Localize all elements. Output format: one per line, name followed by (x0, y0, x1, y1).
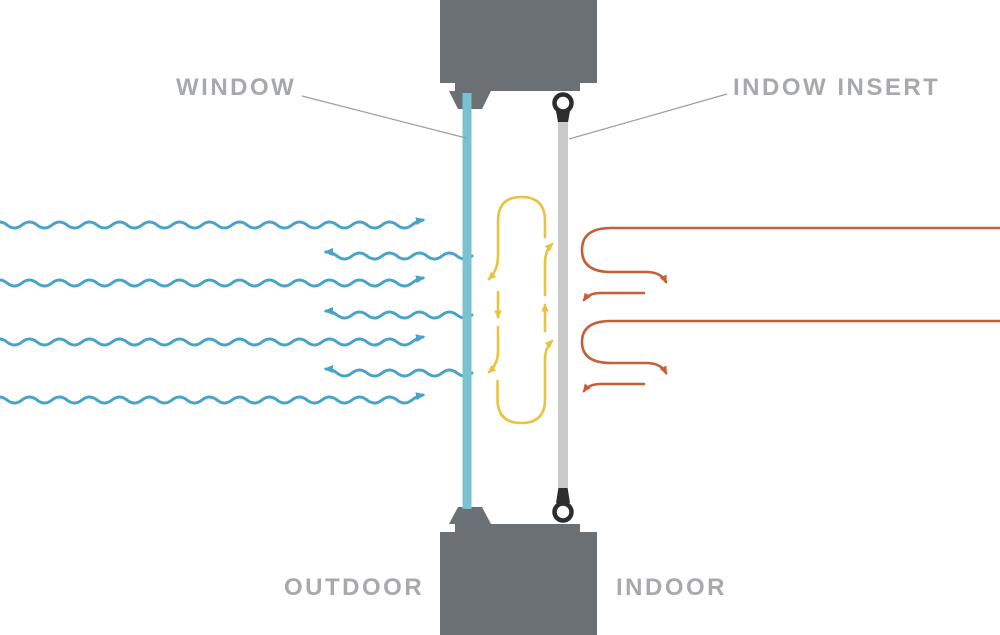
convection-downleft-curl-arrow-icon (487, 325, 500, 374)
convection-top-arc-down-arrow-icon (487, 195, 547, 281)
cold-air-wave-icon (0, 395, 423, 403)
insert-bottom-grommet-stem (556, 484, 570, 503)
outdoor-label: OUTDOOR (284, 574, 425, 601)
cold-air-wave-icon (0, 278, 423, 286)
cold-air-return-wave-icon (326, 369, 472, 376)
warm-air-hook-arrow-icon (582, 382, 646, 393)
warm-air-hook-arrow-icon (582, 291, 646, 302)
indoor-label: INDOOR (616, 574, 727, 601)
top-frame-lip (455, 82, 580, 91)
insert-callout-line (568, 93, 728, 140)
cold-air-wave-icon (0, 220, 423, 228)
insert-bottom-grommet-ring-icon (552, 501, 574, 523)
convection-loop-group (487, 195, 554, 425)
window-callout-line (301, 95, 467, 139)
cold-air-waves-group (0, 220, 472, 403)
cold-air-wave-icon (0, 337, 423, 345)
insert-top-grommet-ring-icon (552, 92, 574, 114)
callout-lines-group (301, 93, 728, 140)
warm-air-flow-group (580, 226, 1000, 393)
cold-air-return-wave-icon (326, 311, 472, 318)
insert-grommet-rings-group (552, 92, 574, 523)
window-label: WINDOW (176, 74, 297, 101)
cold-air-return-wave-icon (326, 252, 472, 259)
insert-label: INDOW INSERT (733, 74, 941, 101)
bottom-frame-block (440, 532, 597, 635)
bottom-frame-lip (455, 524, 580, 533)
bottom-window-clamp (449, 507, 491, 524)
convection-bottom-arc-up-arrow-icon (496, 339, 554, 425)
top-frame-block (440, 0, 597, 83)
warm-air-uturn-arrow-icon (580, 319, 1000, 375)
warm-air-uturn-arrow-icon (580, 226, 1000, 284)
convection-upright-curl-arrow-icon (543, 242, 554, 297)
